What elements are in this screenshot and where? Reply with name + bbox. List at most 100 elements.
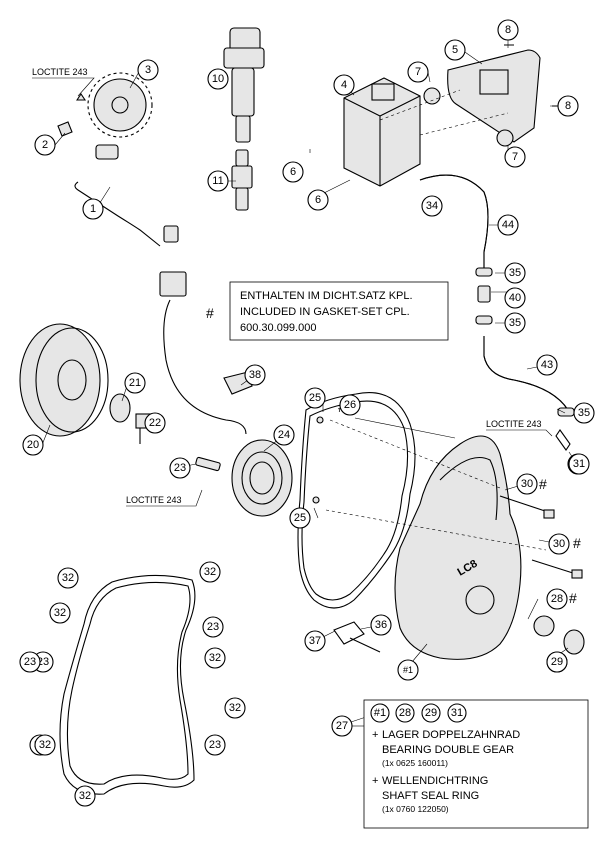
svg-text:11: 11 <box>212 175 223 187</box>
svg-text:31: 31 <box>573 458 585 470</box>
crankcase-gasket-part <box>59 574 196 795</box>
callout-25: 25 <box>289 507 311 529</box>
callout-32: 32 <box>74 785 96 807</box>
callout-11: 11 <box>207 170 229 192</box>
svg-text:7: 7 <box>415 66 421 78</box>
legend-plus-1: + <box>372 729 378 741</box>
svg-text:22: 22 <box>149 417 161 429</box>
loctite-leader-top <box>32 77 95 97</box>
hash-30-upper: # <box>539 476 547 492</box>
svg-text:25: 25 <box>294 512 306 524</box>
svg-text:10: 10 <box>212 73 224 85</box>
svg-text:8: 8 <box>565 100 571 112</box>
callout-29: 29 <box>546 651 568 673</box>
svg-text:38: 38 <box>249 369 261 381</box>
svg-text:30: 30 <box>553 538 565 550</box>
svg-text:2: 2 <box>42 139 48 151</box>
svg-text:21: 21 <box>129 377 141 389</box>
callout-32: 32 <box>57 567 79 589</box>
svg-text:40: 40 <box>509 292 521 304</box>
callout-23: 23 <box>19 651 41 673</box>
callout-38: 38 <box>244 364 266 386</box>
callout-32: 32 <box>224 697 246 719</box>
loctite-leader-stator <box>126 489 203 507</box>
svg-text:28: 28 <box>399 707 411 719</box>
callout-30: 30 <box>516 473 538 495</box>
callout-40: 40 <box>504 287 526 309</box>
svg-text:29: 29 <box>425 707 437 719</box>
callout-31: 31 <box>568 453 590 475</box>
callout-32: 32 <box>199 561 221 583</box>
callout-44: 44 <box>497 214 519 236</box>
svg-text:23: 23 <box>207 621 219 633</box>
cdi-box-part <box>343 77 421 187</box>
svg-text:8: 8 <box>505 24 511 36</box>
callout-5: 5 <box>444 39 466 61</box>
svg-text:36: 36 <box>375 619 387 631</box>
svg-text:43: 43 <box>541 359 553 371</box>
svg-text:6: 6 <box>290 166 296 178</box>
cover-ref-text: #1 <box>403 665 413 675</box>
callout-8: 8 <box>497 19 519 41</box>
svg-text:20: 20 <box>27 439 39 451</box>
callout-35: 35 <box>504 312 526 334</box>
svg-text:31: 31 <box>451 707 463 719</box>
cover-bolts-part <box>499 495 583 579</box>
gasket-note-line3: 600.30.099.000 <box>240 322 316 334</box>
callout-4: 4 <box>333 74 355 96</box>
loctite-label-top: LOCTITE 243 <box>32 67 88 77</box>
hash-30-lower: # <box>573 535 581 551</box>
svg-text:32: 32 <box>39 739 51 751</box>
svg-text:27: 27 <box>336 720 348 732</box>
svg-text:35: 35 <box>578 407 590 419</box>
svg-text:32: 32 <box>209 652 221 664</box>
gasket-note-line2: INCLUDED IN GASKET-SET CPL. <box>240 306 410 318</box>
callout-7: 7 <box>504 146 526 168</box>
callout-6: 6 <box>282 161 304 183</box>
svg-text:4: 4 <box>341 79 347 91</box>
gasket-note-box <box>229 281 449 341</box>
callout-8: 8 <box>557 95 579 117</box>
callout-23: 23 <box>169 457 191 479</box>
callout-23: 23 <box>204 734 226 756</box>
legend-line1: LAGER DOPPELZAHNRAD <box>382 729 520 741</box>
loctite-label-stator: LOCTITE 243 <box>126 495 182 505</box>
callout-1: 1 <box>82 198 104 220</box>
svg-text:23: 23 <box>174 462 186 474</box>
callout-22: 22 <box>144 412 166 434</box>
callout-35: 35 <box>504 262 526 284</box>
legend-line6: (1x 0760 122050) <box>382 804 449 814</box>
svg-text:5: 5 <box>452 44 458 56</box>
legend-item-31: 31 <box>447 703 467 723</box>
callout-24: 24 <box>273 424 295 446</box>
flywheel-part <box>19 323 159 444</box>
sprocket-pickup-part <box>57 72 179 247</box>
svg-text:#1: #1 <box>374 707 386 719</box>
legend-item-28: 28 <box>395 703 415 723</box>
callout-32: 32 <box>204 647 226 669</box>
loctite-label-right: LOCTITE 243 <box>486 419 542 429</box>
svg-text:32: 32 <box>54 607 66 619</box>
svg-text:29: 29 <box>551 656 563 668</box>
svg-text:32: 32 <box>79 790 91 802</box>
hash-28: # <box>569 590 577 606</box>
svg-text:30: 30 <box>521 478 533 490</box>
legend-item-1: #1 <box>370 703 390 723</box>
callout-32: 32 <box>49 602 71 624</box>
callout-6: 6 <box>307 189 329 211</box>
repair-kit-legend: #1 28 29 31 + LAGER DOPPELZAHNRAD BEARIN… <box>352 699 589 829</box>
svg-text:23: 23 <box>24 656 36 668</box>
svg-text:25: 25 <box>309 392 321 404</box>
cable-clip-part <box>333 621 381 653</box>
callout-35: 35 <box>573 402 595 424</box>
legend-line4: WELLENDICHTRING <box>382 775 488 787</box>
callout-20: 20 <box>22 434 44 456</box>
legend-line5: SHAFT SEAL RING <box>382 790 479 802</box>
callout-21: 21 <box>124 372 146 394</box>
ignition-coil-part <box>223 27 265 211</box>
svg-text:26: 26 <box>344 399 356 411</box>
legend-line3: (1x 0625 160011) <box>382 758 448 768</box>
svg-text:7: 7 <box>512 151 518 163</box>
callout-32: 32 <box>34 734 56 756</box>
gasket-note-line1: ENTHALTEN IM DICHT.SATZ KPL. <box>240 290 413 302</box>
